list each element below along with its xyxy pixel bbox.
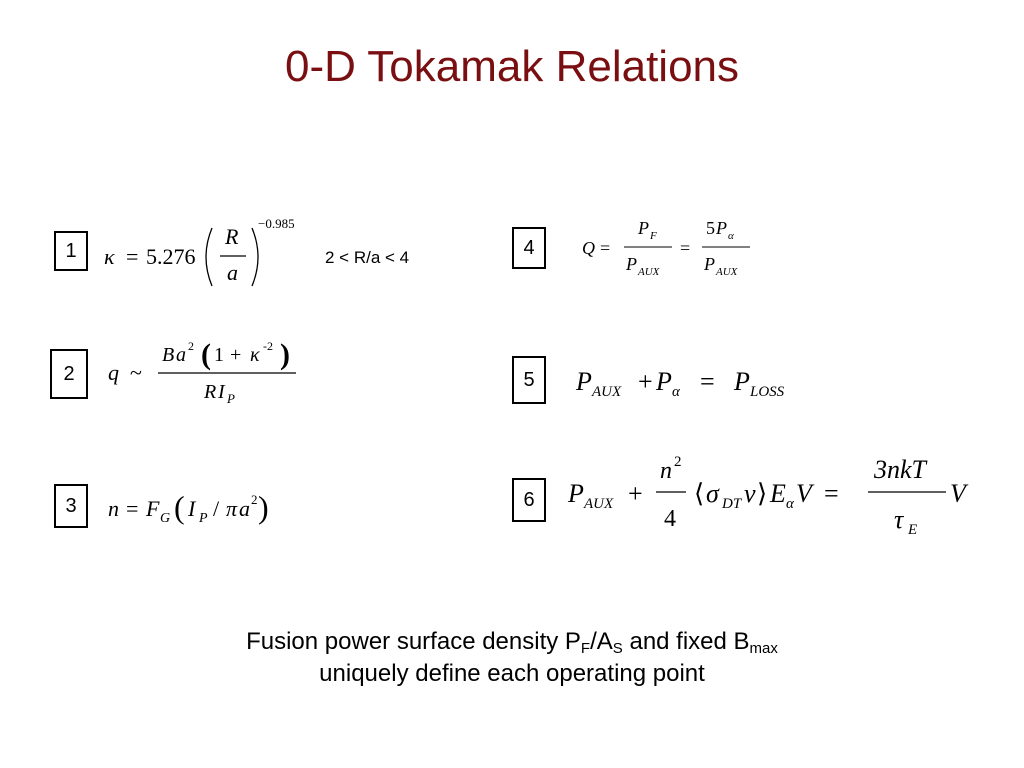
equation-3-greenwald-density: n = F G ( I P / π a 2 ) — [108, 489, 269, 526]
svg-text:=: = — [680, 238, 690, 258]
svg-text:=: = — [126, 496, 138, 521]
svg-text:q: q — [108, 360, 119, 385]
svg-text:2: 2 — [251, 492, 258, 507]
svg-text:F: F — [649, 230, 657, 242]
equation-1-elongation: κ = 5.276 R a −0.985 — [104, 216, 295, 287]
equation-number-6: 6 — [512, 478, 546, 522]
svg-text:3nkT: 3nkT — [873, 455, 928, 484]
svg-text:π: π — [226, 496, 238, 521]
page-title: 0-D Tokamak Relations — [284, 42, 740, 91]
svg-text:P: P — [703, 254, 715, 274]
svg-text:F: F — [145, 496, 160, 521]
svg-text:τ: τ — [894, 505, 905, 534]
svg-text:AUX: AUX — [715, 266, 739, 278]
svg-text:σ: σ — [706, 479, 720, 508]
svg-text:5: 5 — [706, 218, 715, 238]
equation-5-power-balance: P AUX + P α = P LOSS — [575, 367, 785, 400]
equation-number-1: 1 — [54, 231, 88, 271]
svg-text:2: 2 — [674, 454, 682, 470]
svg-text:κ: κ — [250, 344, 260, 366]
aspect-ratio-note: 2 < R/a < 4 — [325, 248, 410, 267]
svg-text:2: 2 — [188, 339, 194, 353]
svg-text:1: 1 — [214, 344, 224, 366]
svg-text:⟨: ⟨ — [694, 479, 704, 508]
svg-text:a: a — [227, 260, 238, 285]
svg-text:n: n — [660, 458, 672, 484]
svg-text:~: ~ — [130, 360, 142, 385]
svg-text:AUX: AUX — [583, 496, 614, 512]
svg-text:P: P — [226, 391, 235, 406]
svg-text:E: E — [769, 479, 786, 508]
svg-text:+: + — [628, 479, 643, 508]
svg-text:E: E — [907, 522, 917, 538]
equation-4-gain-q: Q = P F P AUX = 5 P α P AUX — [582, 218, 750, 278]
svg-text:=: = — [824, 479, 839, 508]
svg-text:AUX: AUX — [591, 384, 622, 400]
svg-text:+: + — [638, 367, 653, 396]
caption-line-1: Fusion power surface density PF/AS and f… — [246, 628, 778, 657]
svg-text:4: 4 — [664, 506, 676, 532]
svg-text:R: R — [203, 381, 216, 403]
svg-text:P: P — [637, 218, 649, 238]
svg-text:-2: -2 — [263, 339, 273, 353]
svg-text:=: = — [700, 367, 715, 396]
svg-text:=: = — [600, 238, 610, 258]
svg-text:): ) — [280, 338, 290, 371]
svg-text:P: P — [625, 254, 637, 274]
svg-text:/: / — [213, 496, 220, 521]
svg-text:LOSS: LOSS — [749, 384, 785, 400]
svg-text:P: P — [715, 218, 727, 238]
svg-text:(: ( — [174, 489, 185, 525]
svg-text:B: B — [162, 344, 174, 366]
svg-text:DT: DT — [721, 496, 743, 512]
svg-text:v: v — [744, 479, 756, 508]
equation-number-4: 4 — [512, 227, 546, 269]
slide-caption: Fusion power surface density PF/AS and f… — [0, 626, 1024, 690]
svg-text:V: V — [950, 479, 969, 508]
svg-text:a: a — [239, 496, 250, 521]
svg-text:α: α — [728, 230, 734, 242]
svg-text:α: α — [786, 496, 795, 512]
svg-text:P: P — [567, 479, 584, 508]
equation-6-ignition-balance: P AUX + n 2 4 ⟨ σ DT v ⟩ E α V = 3nkT τ … — [567, 454, 969, 538]
svg-text:a: a — [176, 344, 186, 366]
equation-number-2: 2 — [50, 349, 88, 399]
svg-text:I: I — [187, 496, 197, 521]
svg-text:⟩: ⟩ — [757, 479, 767, 508]
svg-text:P: P — [198, 511, 208, 526]
svg-text:(: ( — [201, 338, 211, 371]
equation-number-5: 5 — [512, 356, 546, 404]
svg-text:Q: Q — [582, 238, 595, 258]
svg-text:P: P — [575, 367, 592, 396]
svg-text:): ) — [258, 489, 269, 525]
svg-text:R: R — [224, 224, 239, 249]
svg-text:P: P — [733, 367, 750, 396]
svg-text:I: I — [217, 381, 226, 403]
svg-text:α: α — [672, 384, 681, 400]
svg-text:P: P — [655, 367, 672, 396]
equation-2-safety-factor: q ~ B a 2 ( 1 + κ -2 ) R I P — [108, 338, 296, 406]
svg-text:AUX: AUX — [637, 266, 661, 278]
svg-text:=: = — [126, 244, 138, 269]
caption-line-2: uniquely define each operating point — [319, 660, 705, 687]
equation-number-3: 3 — [54, 484, 88, 528]
svg-text:n: n — [108, 496, 119, 521]
svg-text:+: + — [230, 344, 241, 366]
svg-text:κ: κ — [104, 244, 115, 269]
svg-text:5.276: 5.276 — [146, 244, 196, 269]
svg-text:V: V — [796, 479, 815, 508]
svg-text:−0.985: −0.985 — [258, 216, 295, 231]
svg-text:G: G — [160, 511, 170, 526]
